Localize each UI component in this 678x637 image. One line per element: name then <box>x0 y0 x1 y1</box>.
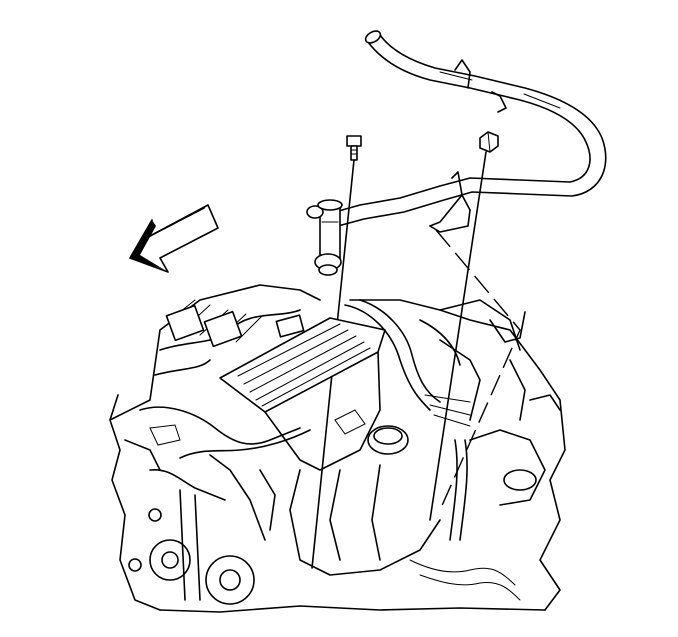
engine-icon <box>109 284 566 613</box>
front-direction-arrow-icon <box>129 204 219 273</box>
nut-icon <box>479 131 499 153</box>
pipe-end-icon <box>306 199 343 276</box>
bracket-icon <box>429 171 471 233</box>
coolant-pipe-icon <box>334 30 607 227</box>
bolt-icon <box>346 135 362 161</box>
